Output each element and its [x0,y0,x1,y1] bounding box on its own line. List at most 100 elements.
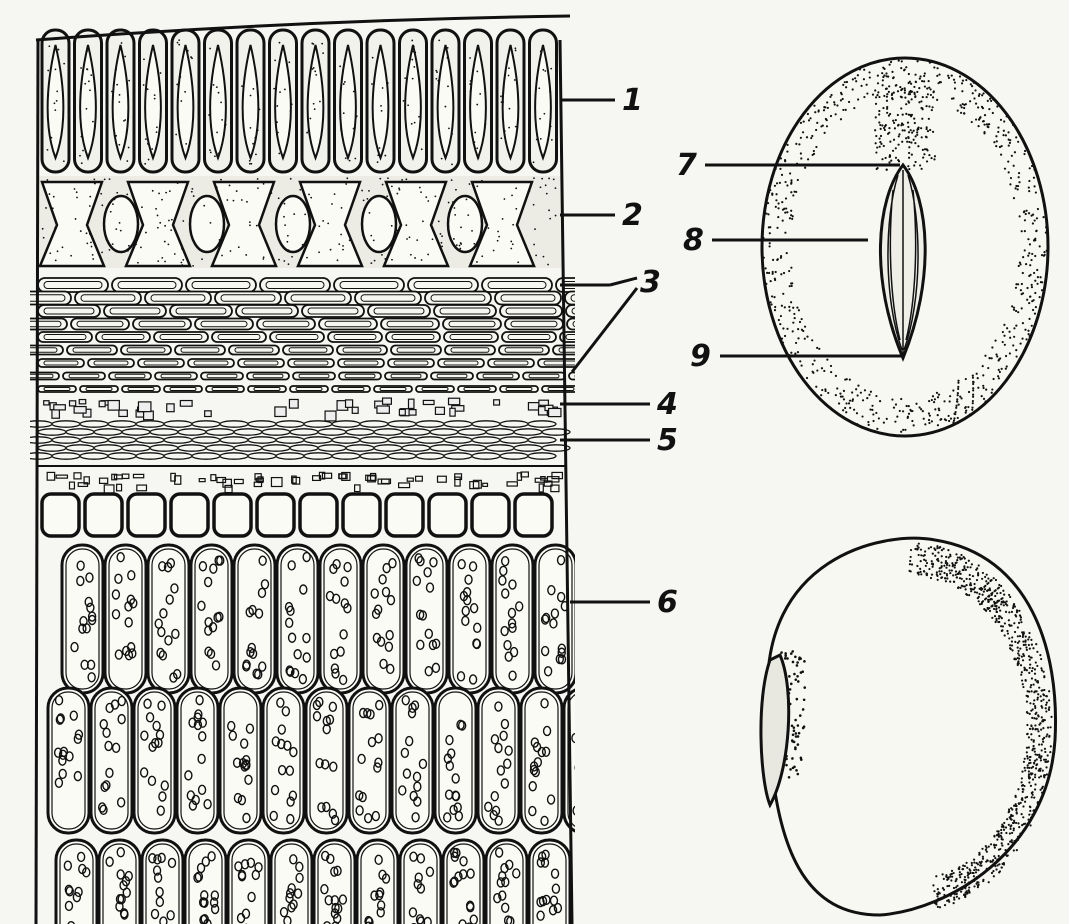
compressed-cell [136,437,164,443]
compressed-cell [80,437,108,443]
starch-grain [577,799,584,808]
compressed-cell [458,429,486,435]
compressed-cell [150,429,178,435]
crushed-cell [399,409,405,415]
parenchyma-cell [408,278,478,292]
parenchyma-cell [553,346,603,355]
compressed-cell [360,437,388,443]
compressed-cell [150,445,178,451]
crushed-cell [70,401,76,406]
parenchyma-cell [560,332,614,342]
compressed-cell [402,429,430,435]
parenchyma-cell [495,292,561,305]
crushed-cell [99,401,105,407]
parenchyma-cell [337,346,387,355]
compressed-cell [262,429,290,435]
crushed-cell [528,403,539,410]
crushed-cell [144,411,154,420]
parenchyma-cell [444,332,498,342]
compressed-cell [472,437,500,443]
compressed-cell [94,445,122,451]
aleurone-cell [257,494,294,536]
compressed-cell [388,421,416,427]
starch-grain [579,755,586,764]
aleurone-cell [386,494,423,536]
compressed-cell [220,453,248,459]
storage-cell [234,545,275,693]
parenchyma-cell [288,359,334,367]
compressed-cell [514,429,542,435]
label-8: 8 [683,223,704,258]
compressed-cell [304,437,332,443]
crushed-cell [108,401,119,411]
parenchyma-cell [133,319,191,330]
storage-cell [320,545,361,693]
parenchyma-layer [5,278,631,392]
aleurone-cell [171,494,208,536]
compressed-cell [332,437,360,443]
parenchyma-cell [334,278,404,292]
parenchyma-cell [569,373,611,380]
crushed-cell [289,399,298,408]
compressed-cell [528,453,556,459]
parenchyma-cell [38,332,92,342]
label-9: 9 [690,339,711,374]
compressed-cell [388,437,416,443]
crushed-cell [79,400,85,404]
compressed-cell [192,453,220,459]
starch-grain [582,769,589,778]
compressed-cell [430,445,458,451]
storage-cell [478,688,519,833]
compressed-cell [108,437,136,443]
compressed-cell [514,445,542,451]
crushed-cell [423,400,434,404]
compressed-cell [38,445,66,451]
compressed-cell [500,421,528,427]
compressed-cell [136,421,164,427]
parenchyma-cell [145,292,211,305]
compressed-cell [472,453,500,459]
compressed-cell [262,445,290,451]
storage-cell [263,688,304,833]
starch-grain [583,743,590,752]
compressed-cell [444,453,472,459]
parenchyma-cell [283,346,333,355]
starch-grain [581,731,588,740]
parenchyma-cell [138,359,184,367]
crushed-cell [52,410,59,419]
compressed-cell [388,453,416,459]
storage-cell [91,688,132,833]
aleurone-starch-layer [42,494,605,924]
starch-grain [582,813,589,822]
compressed-cell [164,453,192,459]
compressed-cell [332,453,360,459]
compressed-cell [416,453,444,459]
compressed-cell [360,421,388,427]
starch-grain [585,774,592,783]
storage-cell [406,545,447,693]
parenchyma-cell [238,359,284,367]
parenchyma-cell [500,305,562,317]
parenchyma-cell [195,319,253,330]
parenchyma-cell [67,346,117,355]
compressed-cell [192,437,220,443]
crushed-cell [275,407,286,417]
starch-grain [580,776,587,785]
starch-grain [588,780,595,789]
compressed-cell [164,437,192,443]
crushed-cell [74,407,86,414]
compressed-cell [234,429,262,435]
parenchyma-cell [121,346,171,355]
compressed-cell [458,445,486,451]
crushed-cell [44,401,49,405]
compressed-cell [416,437,444,443]
compressed-cell [290,429,318,435]
palisade-layer [42,30,557,172]
parenchyma-cell [88,359,134,367]
parenchyma-cell [425,292,491,305]
compressed-cell [66,429,94,435]
compressed-cell [248,421,276,427]
aleurone-cell [214,494,251,536]
parenchyma-cell [443,319,501,330]
